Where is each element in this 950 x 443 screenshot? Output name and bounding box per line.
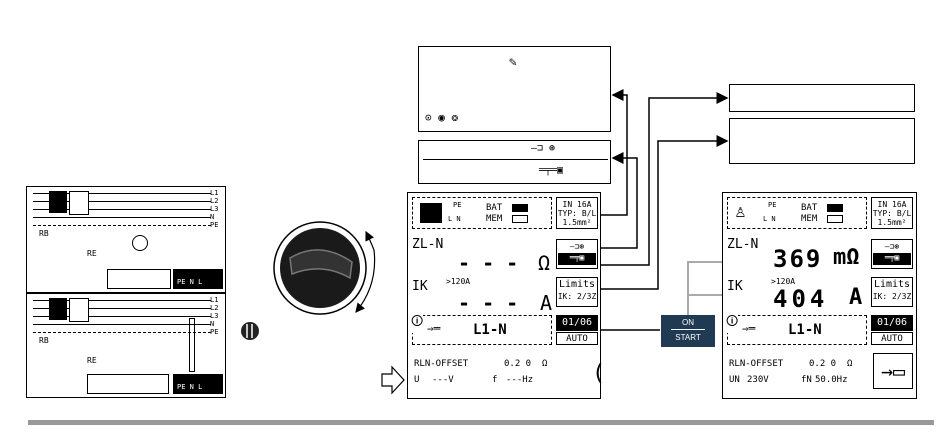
probe-icon: ⇒═ xyxy=(742,322,756,335)
mode-box[interactable]: 🛈 ⇒═ L1-N xyxy=(726,312,867,345)
ik-label: IK xyxy=(727,279,743,294)
ik-value: 404 xyxy=(773,285,829,313)
voltage-value: ---V xyxy=(432,375,454,385)
line-label-l2: L2 xyxy=(210,304,219,312)
ik-unit: A xyxy=(540,291,553,315)
pointer-arrow-icon xyxy=(381,365,405,395)
ik-unit: A xyxy=(849,285,863,310)
wiring-diagram-top: L1 L2 L3 N PE RB RE PE N L xyxy=(26,186,226,293)
re-label: RE xyxy=(87,249,97,258)
fuse-icon: ═╤═▣ xyxy=(539,165,564,176)
info-icon: 🛈 xyxy=(411,312,424,333)
save-icon: →▭ xyxy=(880,359,906,383)
ik-sub: >120A xyxy=(446,277,471,286)
plug-icon: –⊐⊛ xyxy=(569,242,585,251)
terminal-labels: PE N L xyxy=(177,383,203,391)
mode-label: L1-N xyxy=(473,322,507,338)
fuse-type-box[interactable]: IN 16A TYP: B/L 1.5mm² xyxy=(556,197,598,229)
display-screen-right: ♙ PE L N BAT MEM IN 16A TYP: B/L 1.5mm² … xyxy=(722,192,917,399)
ik-value: - - - xyxy=(458,291,519,315)
limits-button[interactable]: Limits IK: 2/3Z xyxy=(556,277,598,307)
battery-icon xyxy=(827,204,843,212)
display-popup-top: ✎ ⊙ ◉ ❂ xyxy=(418,46,611,132)
line-label-pe: PE xyxy=(210,328,219,336)
probe-icon: ⇒═ xyxy=(427,322,441,335)
line-label-l3: L3 xyxy=(210,205,219,213)
test-index[interactable]: 01/06 xyxy=(871,315,913,331)
person-icon: ♙ xyxy=(735,201,746,222)
zl-unit: mΩ xyxy=(833,245,860,270)
limits-button[interactable]: Limits IK: 2/3Z xyxy=(871,277,913,307)
display-popup-fuse: –⊐ ⊛ ═╤═▣ xyxy=(418,140,611,184)
rb-label: RB xyxy=(39,229,49,238)
offset-value: 0.2 0 xyxy=(809,359,837,369)
line-label-pe: PE xyxy=(210,221,219,229)
frequency-value: 50.0Hz xyxy=(815,375,848,385)
fuse-type-box[interactable]: IN 16A TYP: B/L 1.5mm² xyxy=(871,197,913,229)
zl-value: - - - xyxy=(458,251,519,275)
re-label: RE xyxy=(87,356,97,365)
fuse-select-button[interactable]: –⊐⊛ ═╤▣ xyxy=(871,239,913,269)
line-label-l2: L2 xyxy=(210,197,219,205)
zl-unit: Ω xyxy=(538,251,551,275)
terminal-labels: PE N L xyxy=(177,278,203,286)
battery-icon xyxy=(512,204,528,212)
auto-button[interactable]: AUTO xyxy=(871,332,913,345)
fuse-icon: ═╤▣ xyxy=(558,253,596,265)
plug-icon: –⊐⊛ xyxy=(884,242,900,251)
mode-box[interactable]: 🛈 ⇒═ L1-N xyxy=(411,312,552,345)
divider-bar xyxy=(28,420,934,425)
save-button[interactable]: →▭ xyxy=(873,353,913,389)
offset-label: RLN-OFFSET xyxy=(729,359,784,369)
line-label-l1: L1 xyxy=(210,189,219,197)
zl-label: ZL-N xyxy=(727,237,759,252)
offset-value: 0.2 0 xyxy=(504,359,532,369)
memory-icon xyxy=(512,215,528,223)
zl-value: 369 xyxy=(773,245,823,273)
display-screen-left: PE L N BAT MEM IN 16A TYP: B/L 1.5mm² ZL… xyxy=(407,192,605,399)
line-label-n: N xyxy=(210,320,215,328)
line-label-l1: L1 xyxy=(210,296,219,304)
offset-label: RLN-OFFSET xyxy=(414,359,469,369)
mode-label: L1-N xyxy=(788,322,822,338)
info-box-1 xyxy=(729,84,915,112)
edit-icon: ✎ xyxy=(509,55,517,70)
info-box-2 xyxy=(729,118,915,164)
ik-sub: >120A xyxy=(771,277,796,286)
plug-icon: –⊐ ⊛ xyxy=(531,143,556,154)
fuse-icon: ═╤▣ xyxy=(873,253,911,265)
rb-label: RB xyxy=(39,336,49,345)
line-label-l3: L3 xyxy=(210,312,219,320)
frequency-value: ---Hz xyxy=(506,375,534,385)
voltage-value: 230V xyxy=(747,375,769,385)
fuse-select-button[interactable]: –⊐⊛ ═╤▣ xyxy=(556,239,598,269)
test-index[interactable]: 01/06 xyxy=(556,315,598,331)
info-icon: 🛈 xyxy=(726,312,739,333)
ik-label: IK xyxy=(412,279,428,294)
zl-label: ZL-N xyxy=(412,237,444,252)
start-button[interactable]: ON START xyxy=(661,315,715,347)
line-label-n: N xyxy=(210,213,215,221)
connection-icons: ⊙ ◉ ❂ xyxy=(425,111,459,124)
meter-icon xyxy=(420,203,442,223)
wiring-diagram-bottom: L1 L2 L3 N PE RB RE PE N L xyxy=(26,293,226,398)
auto-button[interactable]: AUTO xyxy=(556,332,598,345)
memory-icon xyxy=(827,215,843,223)
